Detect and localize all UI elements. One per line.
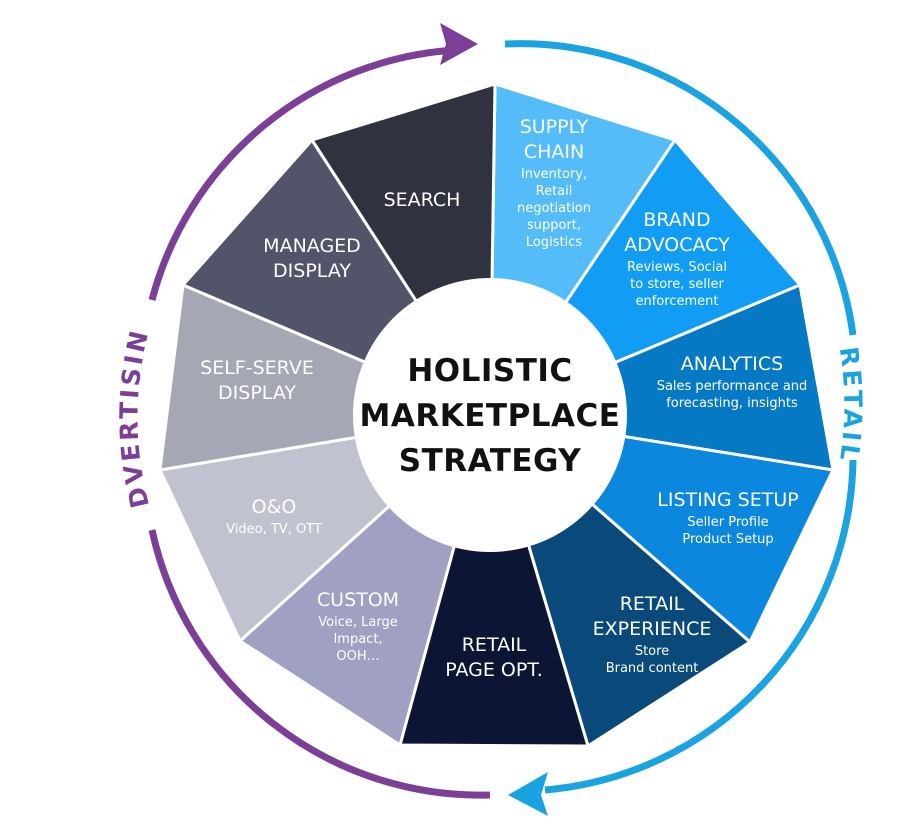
advertising-arrowhead-icon (440, 23, 478, 65)
segment-subtitle-supply-chain: Logistics (526, 235, 582, 250)
segment-title-brand-advocacy: ADVOCACY (624, 234, 730, 256)
segment-title-o-and-o: O&O (252, 496, 297, 518)
center-circle (353, 278, 627, 552)
retail-arc-label: RETAIL (834, 345, 868, 465)
segment-title-retail-experience: EXPERIENCE (593, 618, 712, 640)
segment-subtitle-custom: OOH… (336, 649, 379, 664)
segment-title-supply-chain: SUPPLY (520, 116, 589, 138)
segment-subtitle-supply-chain: negotiation (517, 201, 591, 216)
segment-subtitle-retail-experience: Brand content (606, 661, 699, 676)
segment-title-self-serve-display: SELF-SERVE (200, 357, 314, 379)
segment-title-self-serve-display: DISPLAY (218, 382, 296, 404)
advertising-arc-label: ADVERTISING (0, 0, 155, 511)
segment-title-managed-display: DISPLAY (273, 260, 351, 282)
segment-title-listing-setup: LISTING SETUP (657, 489, 798, 511)
segment-subtitle-brand-advocacy: enforcement (636, 294, 719, 309)
segment-labels: SUPPLY CHAIN Inventory, Retail negotiation su… (200, 116, 807, 681)
segment-title-brand-advocacy: BRAND (643, 209, 710, 231)
center-title-line: MARKETPLACE (360, 398, 621, 434)
center-title: HOLISTIC MARKETPLACE STRATEGY (360, 353, 621, 479)
segment-subtitle-listing-setup: Seller Profile (687, 515, 768, 530)
segment-title-retail-page-opt: PAGE OPT. (445, 659, 542, 681)
segment-subtitle-custom: Impact, (333, 632, 382, 647)
segment-subtitle-supply-chain: support, (527, 218, 581, 233)
advertising-arc-upper (148, 46, 456, 301)
segment-title-retail-experience: RETAIL (620, 593, 685, 615)
center-title-line: STRATEGY (399, 443, 582, 479)
segment-subtitle-analytics: forecasting, insights (666, 396, 798, 411)
center-title-line: HOLISTIC (407, 353, 572, 389)
retail-arc-lower (544, 459, 857, 794)
segment-subtitle-o-and-o: Video, TV, OTT (226, 522, 322, 537)
segment-subtitle-custom: Voice, Large (318, 615, 397, 630)
segment-subtitle-brand-advocacy: Reviews, Social (627, 260, 727, 275)
segment-title-search: SEARCH (384, 189, 461, 211)
segment-title-supply-chain: CHAIN (524, 141, 584, 163)
segment-title-retail-page-opt: RETAIL (462, 634, 527, 656)
segment-title-analytics: ANALYTICS (681, 353, 783, 375)
segment-title-managed-display: MANAGED (263, 235, 361, 257)
retail-arrowhead-icon (508, 772, 548, 816)
segment-subtitle-listing-setup: Product Setup (682, 532, 773, 547)
segment-subtitle-retail-experience: Store (635, 644, 669, 659)
retail-arc-upper (504, 40, 857, 336)
segment-title-custom: CUSTOM (317, 589, 399, 611)
segment-subtitle-supply-chain: Inventory, (521, 167, 587, 182)
segment-subtitle-analytics: Sales performance and (657, 379, 808, 394)
advertising-arc-lower (148, 529, 491, 799)
segment-subtitle-supply-chain: Retail (536, 184, 573, 199)
segment-subtitle-brand-advocacy: to store, seller (630, 277, 724, 292)
